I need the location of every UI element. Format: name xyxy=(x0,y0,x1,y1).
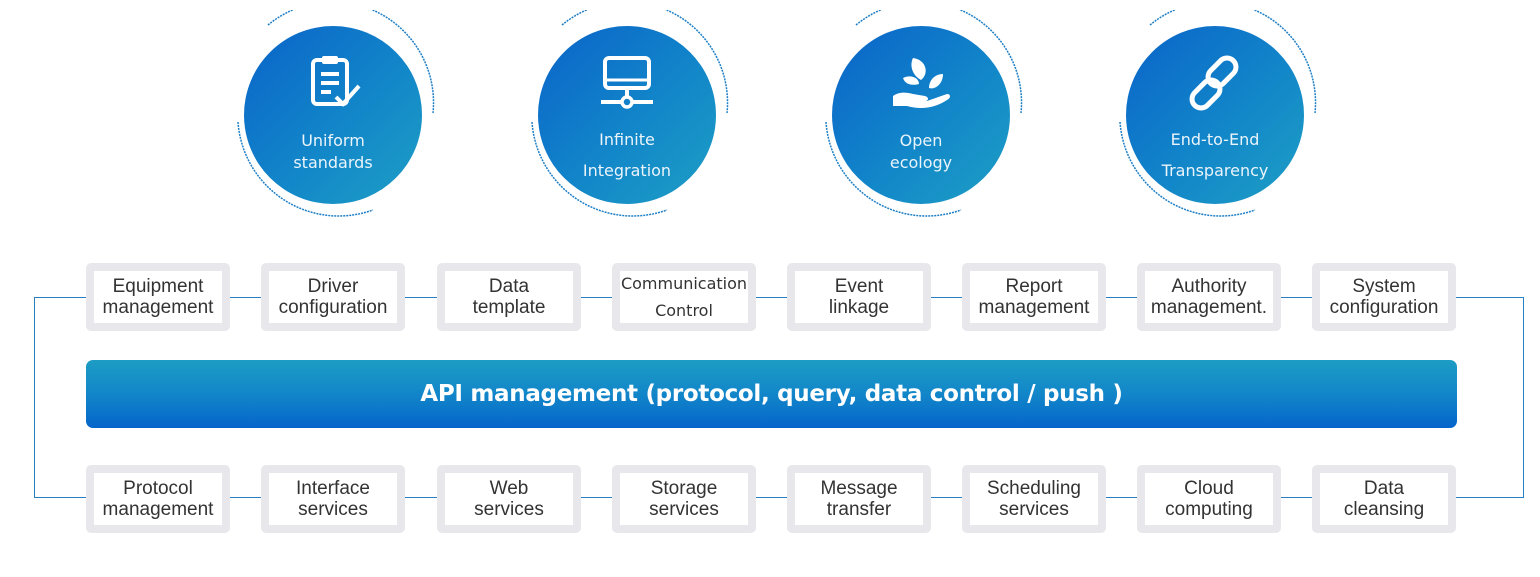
feature-label-line: standards xyxy=(293,153,373,172)
module-label-line: management xyxy=(102,499,214,520)
clipboard-check-icon xyxy=(311,56,361,107)
feature-label-line: End-to-End xyxy=(1170,130,1260,149)
module-label-line: computing xyxy=(1165,499,1253,520)
chain-link-icon xyxy=(1189,55,1239,111)
dashed-ring-decoration xyxy=(237,10,435,217)
module-label-line: Authority xyxy=(1171,276,1247,297)
feature-label-line: Infinite xyxy=(599,130,655,149)
module-label-line: Equipment xyxy=(112,276,204,297)
module-label-line: services xyxy=(649,499,719,520)
network-monitor-icon xyxy=(601,56,653,109)
module-label-line: Data xyxy=(1363,478,1405,499)
module-label-line: Web xyxy=(489,478,529,499)
left-connector-line xyxy=(34,297,35,497)
module-label-line: services xyxy=(298,499,368,520)
api-management-label: API management (protocol, query, data co… xyxy=(420,381,1123,407)
module-label-line: transfer xyxy=(826,499,892,520)
dashed-ring-decoration xyxy=(531,10,729,217)
bottom-connector-line xyxy=(34,497,1524,498)
module-label-line: configuration xyxy=(278,297,388,318)
module-label-line: Message xyxy=(820,478,898,499)
feature-uniform-standards: Uniform standards xyxy=(228,10,438,220)
feature-label-line: ecology xyxy=(889,153,953,172)
module-label-line: Protocol xyxy=(123,478,193,499)
module-label-line: Communication xyxy=(620,274,748,293)
module-label-line: Control xyxy=(655,301,713,320)
module-label-line: Data xyxy=(488,276,530,297)
feature-label-line: Transparency xyxy=(1161,161,1269,180)
dashed-ring-decoration xyxy=(1119,10,1317,217)
feature-disc: End-to-End Transparency xyxy=(1126,26,1304,204)
feature-disc: Open ecology xyxy=(832,26,1010,204)
module-label-line: Driver xyxy=(307,276,359,297)
feature-label: Open ecology xyxy=(832,130,1010,174)
module-label-line: services xyxy=(999,499,1069,520)
feature-disc: Infinite Integration xyxy=(538,26,716,204)
feature-open-ecology: Open ecology xyxy=(816,10,1026,220)
right-connector-line xyxy=(1523,297,1524,497)
module-label-line: services xyxy=(474,499,544,520)
feature-label: Infinite Integration xyxy=(538,124,716,186)
top-connector-line xyxy=(34,297,1524,298)
module-label-line: Scheduling xyxy=(986,478,1082,499)
module-label-line: linkage xyxy=(828,297,890,318)
hand-sprout-icon xyxy=(893,58,950,108)
module-label-line: Report xyxy=(1005,276,1063,297)
feature-label: Uniform standards xyxy=(244,130,422,174)
feature-infinite-integration: Infinite Integration xyxy=(522,10,732,220)
module-label-line: management xyxy=(102,297,214,318)
feature-label-line: Integration xyxy=(582,161,672,180)
feature-end-to-end-transparency: End-to-End Transparency xyxy=(1110,10,1320,220)
module-label-line: Cloud xyxy=(1184,478,1234,499)
module-label-line: System xyxy=(1352,276,1416,297)
module-label-line: management. xyxy=(1150,297,1268,318)
api-management-banner: API management (protocol, query, data co… xyxy=(86,360,1457,428)
module-label-line: Storage xyxy=(650,478,718,499)
feature-label-line: Uniform xyxy=(301,131,365,150)
module-label-line: Interface xyxy=(296,478,370,499)
module-label-line: template xyxy=(472,297,546,318)
module-label-line: management xyxy=(978,297,1090,318)
module-label-line: cleansing xyxy=(1343,499,1425,520)
feature-disc: Uniform standards xyxy=(244,26,422,204)
feature-label-line: Open xyxy=(899,131,943,150)
feature-label: End-to-End Transparency xyxy=(1126,124,1304,186)
module-label-line: Event xyxy=(834,276,884,297)
module-label-line: configuration xyxy=(1329,297,1439,318)
dashed-ring-decoration xyxy=(825,10,1023,217)
